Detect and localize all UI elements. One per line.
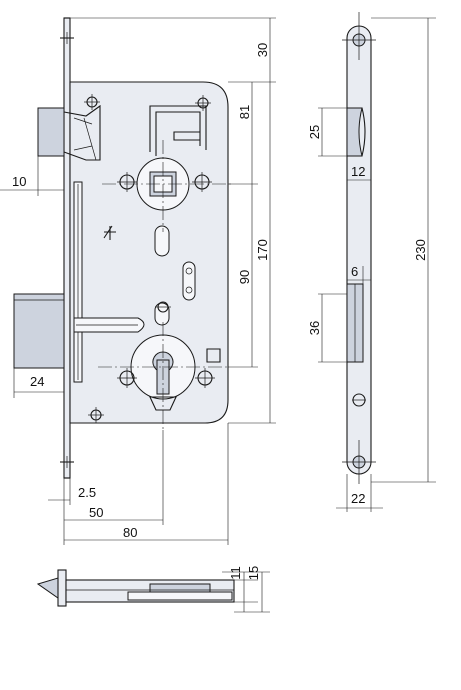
dim-11-label: 11 <box>228 566 243 580</box>
dim-90-label: 90 <box>237 270 252 284</box>
upper-oval-slot <box>154 225 170 257</box>
bottom-forend <box>57 569 67 607</box>
screw-hole-8 <box>84 94 100 110</box>
bottom-latch-tip <box>36 577 59 599</box>
dim-15-label: 15 <box>246 566 261 580</box>
screw-hole-5 <box>195 95 211 111</box>
bottom-section-view: 11 15 <box>36 566 270 613</box>
faceplate-screw-top <box>342 12 376 60</box>
screw-hole-3 <box>117 368 137 388</box>
case-slot-strip <box>73 181 83 383</box>
dim-170-label: 170 <box>255 239 270 261</box>
screw-hole-6 <box>155 301 171 313</box>
dim-10-label: 10 <box>12 174 26 189</box>
forend-screw-bottom <box>60 456 74 468</box>
deadbolt <box>13 293 65 369</box>
dim-2-5-label: 2.5 <box>78 485 96 500</box>
dim-25-label: 25 <box>307 125 322 139</box>
dim-24-label: 24 <box>30 374 44 389</box>
dim-30-label: 30 <box>255 43 270 57</box>
faceplate-outline <box>346 25 372 475</box>
dim-80-label: 80 <box>123 525 137 540</box>
rivet-symbol <box>103 225 116 240</box>
dim-50-label: 50 <box>89 505 103 520</box>
screw-hole-4 <box>195 368 215 388</box>
latch-bolt <box>37 104 101 161</box>
faceplate-screw-mid <box>352 393 366 407</box>
dim-81-label: 81 <box>237 105 252 119</box>
faceplate-screw-bottom <box>342 440 376 484</box>
lock-case-front-view <box>13 17 232 479</box>
front-view-dimensions: 30 81 170 90 10 24 2.5 50 80 <box>0 17 276 545</box>
faceplate-side-view: 230 25 12 6 36 22 <box>307 12 436 512</box>
screw-hole-7 <box>88 407 104 423</box>
spring-wire <box>149 105 207 156</box>
screw-hole-1 <box>117 172 137 192</box>
dim-230-label: 230 <box>413 239 428 261</box>
forend-screw-top <box>60 32 74 44</box>
dim-36-label: 36 <box>307 321 322 335</box>
screw-hole-2 <box>192 172 212 192</box>
dim-12-label: 12 <box>351 164 365 179</box>
lock-case-body <box>69 81 229 424</box>
dim-22-label: 22 <box>351 491 365 506</box>
forend-strip <box>63 17 71 479</box>
dim-6-label: 6 <box>351 264 358 279</box>
